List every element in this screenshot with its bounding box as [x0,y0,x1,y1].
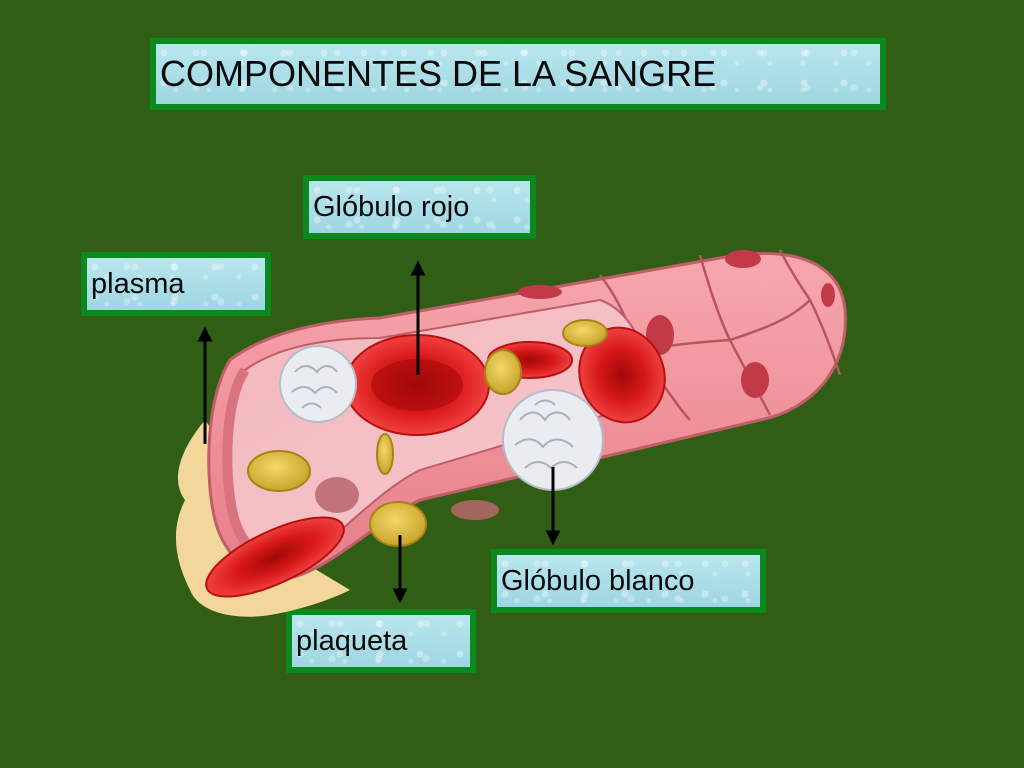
platelets [247,319,608,547]
red-cell-label-box: Glóbulo rojo [303,175,536,239]
arrows [197,260,561,604]
white-cell-label-box: Glóbulo blanco [491,549,766,613]
white-cell-arrowhead [545,530,561,546]
white-cell-label: Glóbulo blanco [497,555,760,607]
plasma-label: plasma [87,258,265,310]
platelet-label: plaqueta [292,615,470,667]
endothelial-nuclei [518,250,835,398]
red-cell-label: Glóbulo rojo [309,181,530,233]
red-cell-arrowhead [410,260,426,276]
platelet-arrowhead [392,588,408,604]
diagram-title: COMPONENTES DE LA SANGRE [156,44,880,104]
title-box: COMPONENTES DE LA SANGRE [150,38,886,110]
platelet-label-box: plaqueta [286,609,476,673]
plasma-label-box: plasma [81,252,271,316]
plasma-arrowhead [197,326,213,342]
